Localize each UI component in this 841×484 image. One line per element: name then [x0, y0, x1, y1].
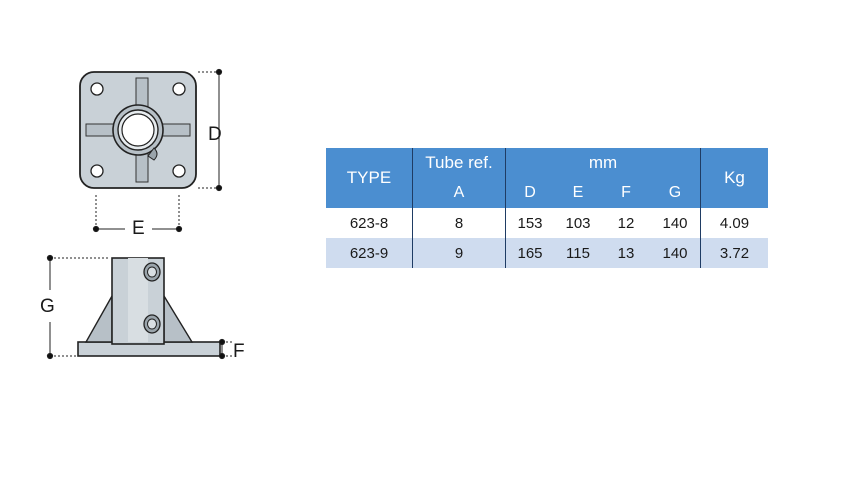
dimension-label-e: E [132, 218, 145, 239]
dimension-label-d: D [208, 124, 222, 145]
cell-e: 115 [554, 238, 602, 268]
table-row: 623-9 9 165 115 13 140 3.72 [326, 238, 768, 268]
side-view [77, 257, 221, 357]
header-type: TYPE [326, 148, 413, 208]
dimension-f [218, 338, 232, 360]
dimension-label-g: G [40, 296, 55, 317]
table-header-row-2: A D E F G [326, 178, 768, 208]
cell-type: 623-8 [349, 214, 389, 232]
cell-a: 9 [412, 238, 506, 268]
header-g: G [650, 178, 701, 208]
header-mm: mm [505, 148, 701, 178]
cell-kg: 3.72 [700, 238, 768, 268]
top-view [79, 71, 197, 189]
cell-f: 12 [617, 214, 635, 232]
cell-e: 103 [565, 214, 591, 232]
spec-table: TYPE Tube ref. mm Kg A D E F G 623-8 8 1… [326, 148, 768, 268]
header-e: E [554, 178, 602, 208]
header-kg: Kg [700, 148, 768, 208]
dimension-g [46, 254, 110, 360]
cell-d: 165 [505, 238, 554, 268]
cell-g: 140 [662, 214, 688, 232]
dimension-e [92, 195, 183, 233]
cell-f: 13 [602, 238, 650, 268]
header-d: D [505, 178, 554, 208]
header-tube-ref: Tube ref. [412, 148, 506, 178]
cell-type: 623-9 [326, 238, 413, 268]
table-row: 623-8 8 153 103 12 140 4.09 [326, 208, 768, 238]
table-header-row-1: TYPE Tube ref. mm Kg [326, 148, 768, 208]
dimension-d [198, 68, 223, 192]
cell-a: 8 [412, 208, 506, 238]
header-tube-a: A [412, 178, 506, 208]
cell-kg: 4.09 [700, 208, 768, 238]
cell-g: 140 [650, 238, 701, 268]
header-f: F [602, 178, 650, 208]
dimension-label-f: F [233, 341, 245, 362]
cell-d: 153 [505, 208, 554, 238]
technical-drawing [46, 68, 232, 360]
